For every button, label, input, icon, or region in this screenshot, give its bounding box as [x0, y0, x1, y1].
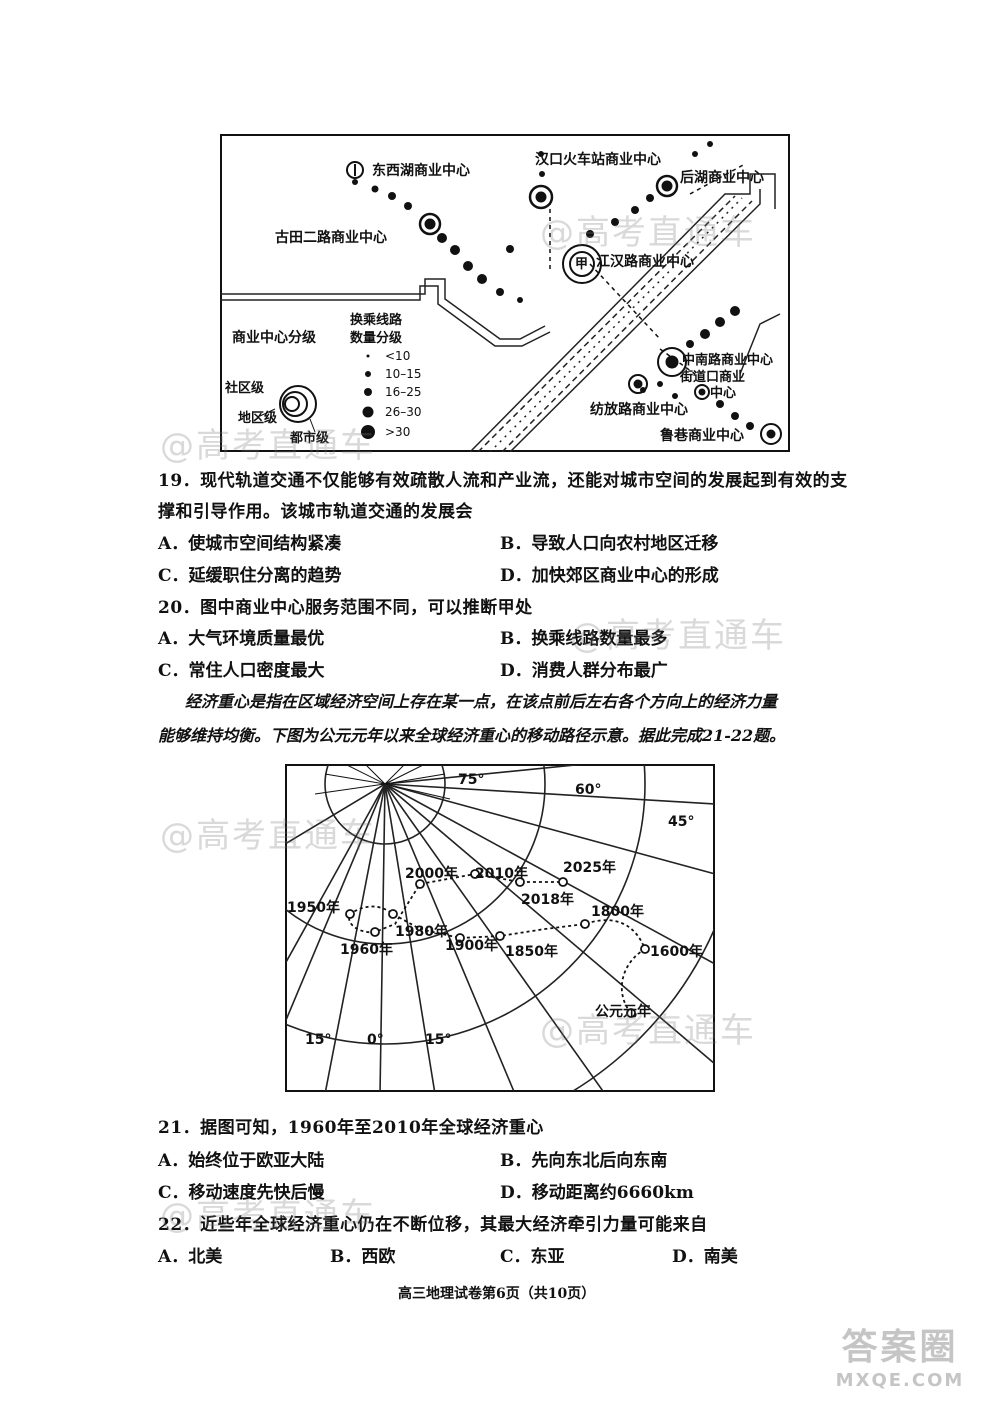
rail-lines: [352, 141, 754, 430]
pt-2018: 2018年: [521, 891, 574, 908]
q20-option-c[interactable]: C．常住人口密度最大: [158, 661, 325, 681]
map1-legend: 商业中心分级 社区级 地区级 都市级 换乘线路 数量分级 <10 10–15 1…: [224, 312, 422, 446]
label-fangzhi: 纺放路商业中心: [590, 401, 688, 418]
svg-text:地区级: 地区级: [238, 410, 278, 426]
intro-line1: 经济重心是指在区域经济空间上存在某一点，在该点前后左右各个方向上的经济力量: [185, 692, 778, 711]
label-jia: 甲: [575, 257, 588, 272]
pt-1800: 1800年: [591, 903, 644, 920]
lon-15w: 15°: [305, 1032, 331, 1048]
lat-75: 75°: [458, 772, 484, 788]
watermark: @高考直通车: [540, 213, 756, 253]
q19-stem-line2: 撑和引导作用。该城市轨道交通的发展会: [158, 502, 473, 522]
svg-text:社区级: 社区级: [224, 380, 265, 396]
graticule: [286, 765, 714, 1091]
svg-text:都市级: 都市级: [289, 430, 330, 446]
river: [469, 173, 781, 452]
pt-1960: 1960年: [340, 941, 393, 958]
svg-text:<10: <10: [385, 349, 410, 363]
commercial-center-map: 东西湖商业中心 汉口火车站商业中心 后湖商业中心 古田二路商业中心 甲 江汉路商…: [220, 134, 790, 452]
svg-text:16–25: 16–25: [385, 385, 422, 399]
path-points: [345, 869, 650, 1018]
svg-text:数量分级: 数量分级: [350, 330, 403, 346]
q21-option-c[interactable]: C．移动速度先快后慢: [158, 1183, 325, 1203]
pt-1900: 1900年: [445, 937, 498, 954]
lon-15e: 15°: [425, 1032, 451, 1048]
label-gutian: 古田二路商业中心: [275, 229, 387, 246]
lat-45: 45°: [668, 814, 694, 830]
pt-2025: 2025年: [563, 859, 616, 876]
svg-text:商业中心分级: 商业中心分级: [232, 329, 317, 346]
lat-60: 60°: [575, 782, 601, 798]
watermark: @高考直通车: [570, 616, 786, 656]
watermark: @高考直通车: [160, 426, 376, 466]
q20-option-d[interactable]: D．消费人群分布最广: [500, 661, 668, 681]
watermark: @高考直通车: [160, 816, 376, 856]
svg-text:26–30: 26–30: [385, 405, 422, 419]
watermark: @高考直通车: [540, 1011, 756, 1051]
svg-text:换乘线路: 换乘线路: [350, 312, 403, 328]
q21-stem: 21．据图可知，1960年至2010年全球经济重心: [158, 1118, 544, 1138]
pt-1600: 1600年: [650, 943, 703, 960]
q19-option-a[interactable]: A．使城市空间结构紧凑: [158, 534, 342, 554]
pt-2000: 2000年: [405, 865, 458, 882]
q22-option-d[interactable]: D．南美: [672, 1247, 738, 1267]
intro-line2: 能够维持均衡。下图为公元元年以来全球经济重心的移动路径示意。据此完成21-22题…: [158, 726, 786, 745]
q21-option-a[interactable]: A．始终位于欧亚大陆: [158, 1151, 325, 1171]
page-footer: 高三地理试卷第6页（共10页）: [398, 1286, 596, 1302]
q22-option-c[interactable]: C．东亚: [500, 1247, 565, 1267]
pt-1980: 1980年: [395, 923, 448, 940]
label-luxiang: 鲁巷商业中心: [659, 427, 744, 444]
economic-center-map: 75° 60° 45° 15° 0° 15° 1950年 1960年 1980年…: [285, 764, 715, 1092]
q21-option-b[interactable]: B．先向东北后向东南: [500, 1151, 668, 1171]
q20-option-a[interactable]: A．大气环境质量最优: [158, 629, 325, 649]
q22-stem: 22．近些年全球经济重心仍在不断位移，其最大经济牵引力量可能来自: [158, 1215, 708, 1235]
pole-rays: [314, 764, 451, 800]
q21-option-d[interactable]: D．移动距离约6660km: [500, 1183, 694, 1203]
label-zhongnan: 中南路商业中心: [682, 352, 773, 368]
label-jiedaokou2: 中心: [710, 385, 736, 401]
label-dongxihu: 东西湖商业中心: [372, 162, 470, 179]
pt-1950: 1950年: [287, 899, 340, 916]
svg-text:10–15: 10–15: [385, 367, 422, 381]
watermark: @高考直通车: [160, 1196, 376, 1236]
svg-text:>30: >30: [385, 425, 410, 439]
economic-center-path: [348, 873, 647, 1014]
pt-1850: 1850年: [505, 943, 558, 960]
q19-option-d[interactable]: D．加快郊区商业中心的形成: [500, 566, 719, 586]
label-houhu: 后湖商业中心: [680, 169, 764, 186]
q19-stem-line1: 19．现代轨道交通不仅能够有效疏散人流和产业流，还能对城市空间的发展起到有效的支: [158, 471, 848, 491]
corner-logo: 答案圈 MXQE.COM: [835, 1327, 965, 1391]
center-symbols: [346, 161, 782, 445]
q22-option-b[interactable]: B．西欧: [330, 1247, 396, 1267]
han-river: [220, 278, 551, 347]
pt-2010: 2010年: [475, 865, 528, 882]
label-hankou: 汉口火车站商业中心: [535, 151, 661, 168]
pt-year1: 公元元年: [595, 1003, 651, 1020]
label-jianghan: 江汉路商业中心: [596, 253, 694, 270]
q22-option-a[interactable]: A．北美: [158, 1247, 223, 1267]
label-jiedaokou: 街道口商业: [679, 369, 745, 385]
lon-0: 0°: [367, 1032, 384, 1048]
q20-option-b[interactable]: B．换乘线路数量最多: [500, 629, 668, 649]
q19-option-c[interactable]: C．延缓职住分离的趋势: [158, 566, 342, 586]
q20-stem: 20．图中商业中心服务范围不同，可以推断甲处: [158, 598, 533, 618]
q19-option-b[interactable]: B．导致人口向农村地区迁移: [500, 534, 719, 554]
